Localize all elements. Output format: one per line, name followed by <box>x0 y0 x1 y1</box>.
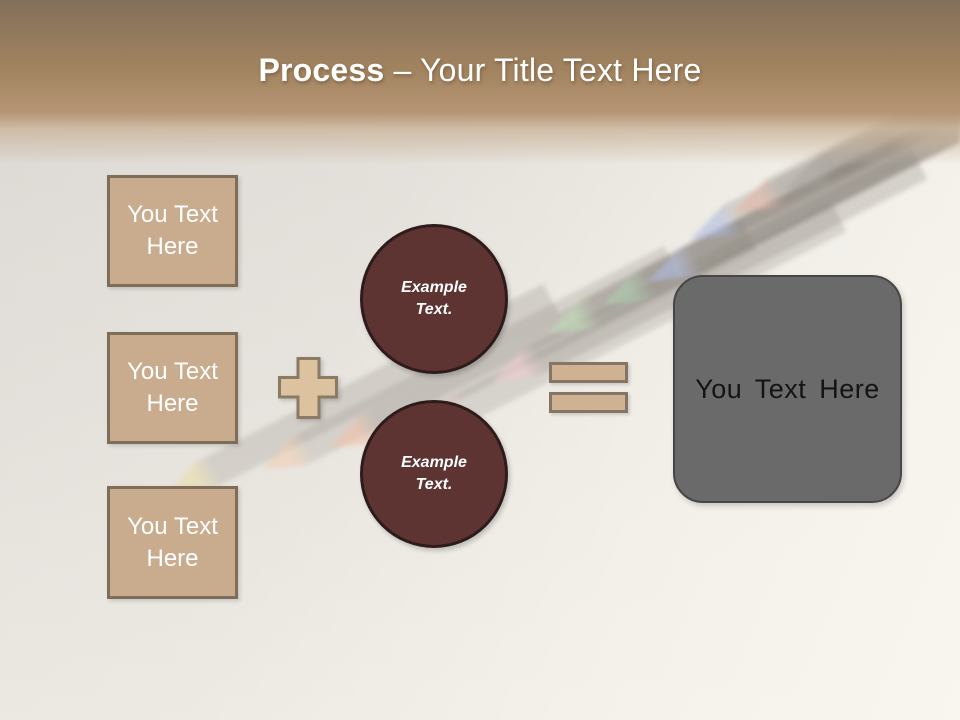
example-circle-1-label: Example Text. <box>401 278 467 318</box>
example-circle-2: Example Text. <box>360 400 508 548</box>
example-circle-1: Example Text. <box>360 224 508 374</box>
equals-bar-top <box>549 362 628 383</box>
page-title-rest: – Your Title Text Here <box>384 52 702 88</box>
result-box: You Text Here <box>673 275 902 503</box>
input-box-2: You Text Here <box>107 332 238 444</box>
plus-icon <box>278 357 338 419</box>
input-box-3: You Text Here <box>107 486 238 599</box>
page-title-keyword: Process <box>258 52 385 88</box>
title-band <box>0 0 960 165</box>
equals-bar-bottom <box>549 392 628 413</box>
input-box-2-label: You Text Here <box>127 358 218 417</box>
input-box-3-label: You Text Here <box>127 512 218 572</box>
result-box-label: You Text Here <box>695 373 880 404</box>
page-title: Process – Your Title Text Here <box>0 52 960 89</box>
equals-icon <box>549 362 628 413</box>
example-circle-2-label: Example Text. <box>401 453 467 493</box>
input-box-1: You Text Here <box>107 175 238 287</box>
input-box-1-label: You Text Here <box>127 201 218 260</box>
